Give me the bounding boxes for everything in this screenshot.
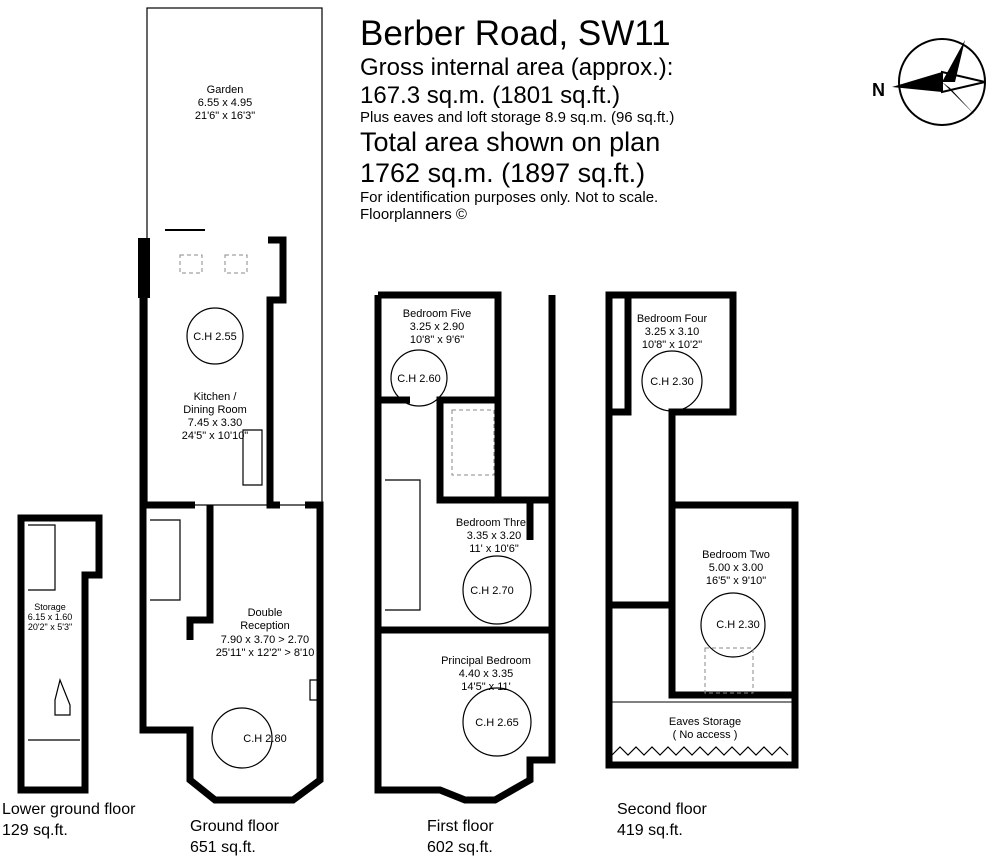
first-floor-plan: [374, 291, 556, 804]
garden-label: Garden: [207, 84, 244, 96]
total-label: Total area shown on plan: [360, 126, 661, 157]
eaves-area: Plus eaves and loft storage 8.9 sq.m. (9…: [360, 109, 675, 127]
ground-floor-plan: [138, 229, 324, 804]
floor-name: Ground floor: [190, 818, 279, 835]
eaves-storage-note: ( No access ): [673, 729, 738, 741]
bedroom-five-imperial: 10'8" x 9'6": [410, 334, 464, 346]
bedroom-two-ceiling-height: C.H 2.30: [716, 619, 759, 631]
bedroom-two-metric: 5.00 x 3.00: [709, 562, 763, 574]
bedroom-two-imperial: 16'5" x 9'10": [706, 575, 766, 587]
principal-bedroom-label: Principal Bedroom: [441, 655, 531, 667]
floor-name: First floor: [427, 818, 494, 835]
floor-area: 129 sq.ft.: [2, 821, 68, 839]
bedroom-five-label: Bedroom Five: [403, 308, 471, 320]
garden-metric: 6.55 x 4.95: [198, 97, 252, 109]
storage-imperial: 20'2" x 5'3": [28, 622, 72, 632]
credit: Floorplanners ©: [360, 206, 467, 224]
bedroom-four-ceiling-height: C.H 2.30: [650, 376, 693, 388]
eaves-storage-label: Eaves Storage: [669, 716, 741, 728]
second-floor-plan: [605, 291, 799, 769]
bedroom-four-label: Bedroom Four: [637, 313, 708, 325]
bedroom-five-metric: 3.25 x 2.90: [410, 321, 464, 333]
total-value: 1762 sq.m. (1897 sq.ft.): [360, 157, 646, 188]
floor-name: Second floor: [617, 801, 707, 818]
principal-bedroom-imperial: 14'5" x 11': [461, 681, 511, 693]
kitchen-imperial: 24'5" x 10'10": [182, 430, 249, 442]
compass-label: N: [872, 80, 885, 100]
storage-label: Storage: [34, 602, 66, 612]
property-title: Berber Road, SW11: [360, 14, 671, 53]
bedroom-three-ceiling-height: C.H 2.70: [470, 585, 513, 597]
bedroom-two-label: Bedroom Two: [702, 549, 770, 561]
lower-ground-plan: [17, 514, 103, 794]
floor-label-lower-ground: Lower ground floor 129 sq.ft.: [2, 800, 135, 842]
reception-ceiling-height: C.H 2.80: [243, 733, 286, 745]
bedroom-three-imperial: 11' x 10'6": [469, 543, 519, 555]
garden-imperial: 21'6" x 16'3": [195, 110, 255, 122]
principal-bedroom-ceiling-height: C.H 2.65: [475, 717, 518, 729]
bedroom-three-label: Bedroom Three: [456, 517, 532, 529]
floor-label-ground: Ground floor 651 sq.ft.: [190, 817, 279, 859]
compass-north-left-icon: N: [872, 38, 986, 126]
floor-area: 419 sq.ft.: [617, 821, 683, 839]
gia-label: Gross internal area (approx.):: [360, 54, 674, 82]
reception-metric: 7.90 x 3.70 > 2.70: [221, 634, 309, 646]
floor-label-first: First floor 602 sq.ft.: [427, 817, 494, 859]
disclaimer: For identification purposes only. Not to…: [360, 188, 659, 206]
kitchen-ceiling-height: C.H 2.55: [193, 331, 236, 343]
gia-value: 167.3 sq.m. (1801 sq.ft.): [360, 81, 621, 109]
reception-label: Double: [248, 607, 283, 619]
bedroom-five-ceiling-height: C.H 2.60: [397, 373, 440, 385]
floor-name: Lower ground floor: [2, 801, 136, 818]
reception-imperial: 25'11" x 12'2" > 8'10: [216, 647, 315, 659]
bedroom-three-metric: 3.35 x 3.20: [467, 530, 521, 542]
bedroom-four-metric: 3.25 x 3.10: [645, 326, 699, 338]
plan-header: Berber Road, SW11 Gross internal area (a…: [360, 14, 674, 223]
principal-bedroom-metric: 4.40 x 3.35: [459, 668, 513, 680]
floor-area: 602 sq.ft.: [427, 838, 493, 856]
floor-area: 651 sq.ft.: [190, 838, 256, 856]
kitchen-label: Kitchen /: [194, 391, 238, 403]
kitchen-label-2: Dining Room: [183, 404, 247, 416]
storage-metric: 6.15 x 1.60: [28, 612, 73, 622]
floor-label-second: Second floor 419 sq.ft.: [617, 800, 707, 842]
kitchen-metric: 7.45 x 3.30: [188, 417, 242, 429]
bedroom-four-imperial: 10'8" x 10'2": [642, 339, 702, 351]
reception-label-2: Reception: [240, 620, 290, 632]
